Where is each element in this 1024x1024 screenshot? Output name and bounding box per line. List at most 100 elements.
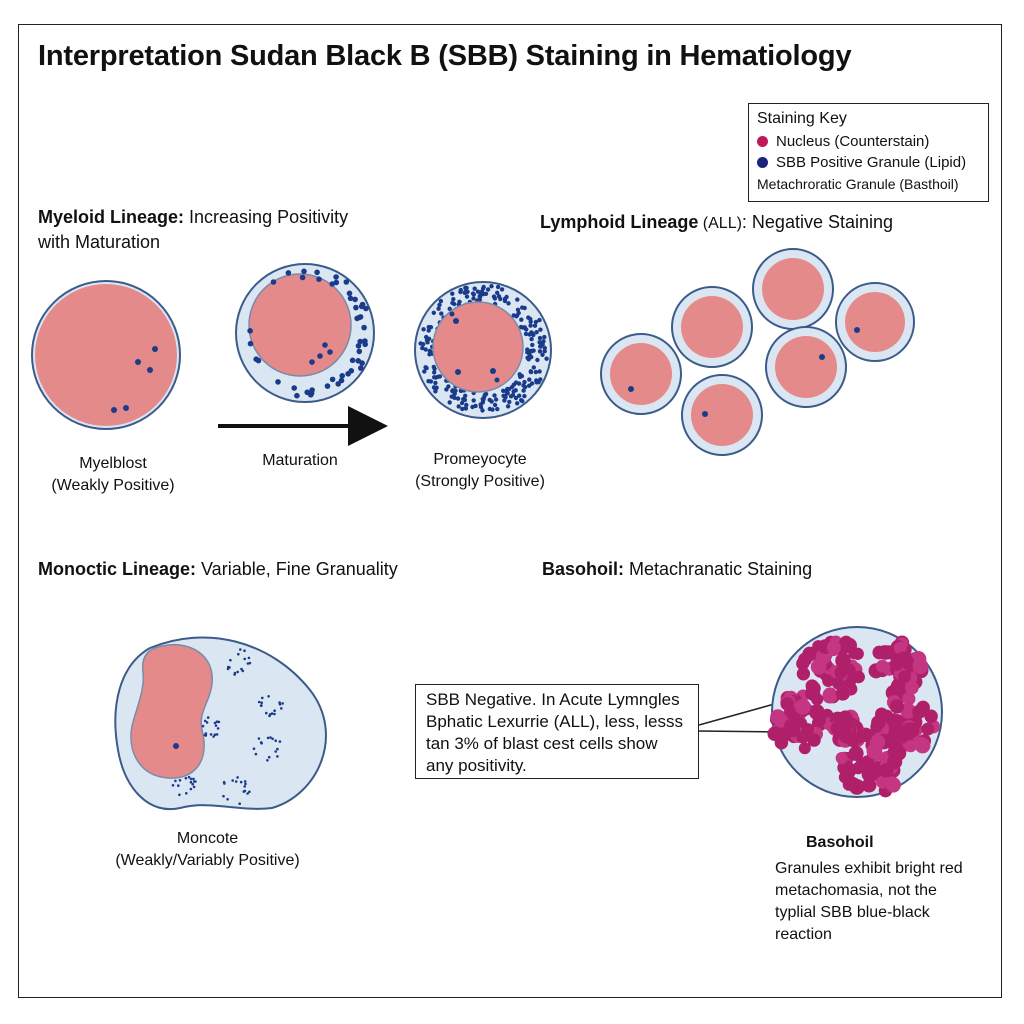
granule bbox=[780, 697, 794, 711]
granule bbox=[451, 297, 456, 302]
granule bbox=[505, 404, 511, 409]
granule bbox=[455, 396, 461, 401]
granule bbox=[269, 736, 272, 739]
basophil-heading: Basohoil: Metachranatic Staining bbox=[542, 557, 812, 582]
granule bbox=[317, 353, 323, 359]
granule bbox=[801, 723, 815, 736]
granule bbox=[421, 342, 426, 347]
granule bbox=[902, 692, 916, 706]
granule bbox=[309, 387, 315, 393]
granule bbox=[363, 305, 369, 312]
myeloid-heading-bold: Myeloid Lineage: bbox=[38, 207, 185, 227]
granule bbox=[358, 365, 364, 371]
granule bbox=[431, 310, 436, 315]
granule bbox=[861, 777, 877, 793]
granule bbox=[436, 374, 441, 379]
granule bbox=[885, 777, 901, 793]
granule bbox=[359, 360, 365, 366]
granule bbox=[492, 402, 498, 408]
granule bbox=[459, 400, 465, 406]
granule bbox=[270, 279, 277, 285]
granule bbox=[241, 669, 245, 673]
granule bbox=[842, 778, 856, 791]
granule bbox=[515, 401, 520, 406]
granule bbox=[291, 385, 298, 391]
granule bbox=[338, 377, 345, 384]
granule bbox=[904, 739, 917, 753]
granule bbox=[267, 755, 271, 759]
granule bbox=[511, 389, 516, 394]
granule bbox=[204, 734, 208, 737]
granule bbox=[495, 284, 501, 290]
granule bbox=[265, 711, 268, 715]
lymphocyte bbox=[681, 374, 763, 456]
granule bbox=[433, 380, 438, 386]
granule bbox=[921, 722, 935, 736]
granule bbox=[238, 802, 241, 805]
granule bbox=[424, 365, 429, 371]
granule bbox=[542, 334, 547, 340]
monocyte-note: (Weakly/Variably Positive) bbox=[115, 852, 300, 869]
granule bbox=[347, 295, 354, 302]
granule bbox=[353, 304, 359, 311]
monocyte-cell bbox=[114, 636, 327, 811]
granule bbox=[299, 274, 306, 281]
granule bbox=[832, 677, 845, 690]
granule bbox=[542, 349, 547, 354]
granule bbox=[422, 369, 427, 374]
callout-pointer-lower bbox=[698, 730, 781, 733]
granule bbox=[229, 658, 232, 662]
granule bbox=[802, 646, 818, 662]
granule bbox=[533, 369, 538, 375]
key-title: Staining Key bbox=[757, 110, 847, 127]
granule bbox=[285, 270, 292, 276]
granule bbox=[234, 780, 238, 783]
granule bbox=[254, 752, 258, 756]
granule bbox=[213, 733, 217, 736]
granule bbox=[478, 404, 484, 410]
granule bbox=[243, 649, 246, 652]
granule bbox=[358, 303, 365, 310]
granule bbox=[177, 784, 180, 787]
granule bbox=[333, 274, 339, 280]
granule bbox=[498, 296, 503, 302]
granule bbox=[490, 407, 495, 412]
granule bbox=[226, 798, 229, 801]
granule bbox=[205, 721, 209, 724]
staining-key: Staining Key Nucleus (Counterstain) SBB … bbox=[748, 103, 989, 202]
granule bbox=[506, 301, 511, 306]
granule bbox=[464, 294, 470, 299]
granule bbox=[231, 779, 234, 782]
granule bbox=[504, 294, 509, 300]
granule bbox=[533, 319, 539, 325]
granule bbox=[450, 291, 455, 296]
granule bbox=[537, 317, 542, 323]
lymphoid-cells bbox=[600, 248, 915, 456]
granule bbox=[835, 751, 848, 765]
granule bbox=[528, 323, 533, 328]
granule bbox=[480, 408, 485, 413]
granule bbox=[479, 289, 485, 294]
granule bbox=[355, 343, 362, 349]
lymphoid-heading: Lymphoid Lineage (ALL): Negative Stainin… bbox=[540, 210, 893, 236]
lymphocyte bbox=[600, 333, 682, 415]
granule bbox=[864, 767, 879, 781]
granule bbox=[524, 327, 529, 332]
granule bbox=[243, 780, 247, 783]
granule bbox=[473, 403, 478, 409]
granule bbox=[301, 268, 307, 275]
granule bbox=[246, 792, 249, 795]
monocytic-heading: Monoctic Lineage: Variable, Fine Granual… bbox=[38, 557, 398, 582]
basophil-heading-rest: Metachranatic Staining bbox=[624, 559, 813, 579]
intermediate-granules bbox=[247, 268, 369, 399]
granule bbox=[475, 289, 481, 294]
granule bbox=[243, 785, 246, 788]
granule bbox=[522, 379, 527, 385]
granule bbox=[477, 294, 482, 299]
granule bbox=[530, 342, 535, 348]
granule bbox=[171, 784, 175, 787]
granule bbox=[529, 381, 535, 386]
granule bbox=[520, 398, 525, 404]
granule bbox=[281, 702, 284, 705]
granule bbox=[456, 404, 461, 409]
